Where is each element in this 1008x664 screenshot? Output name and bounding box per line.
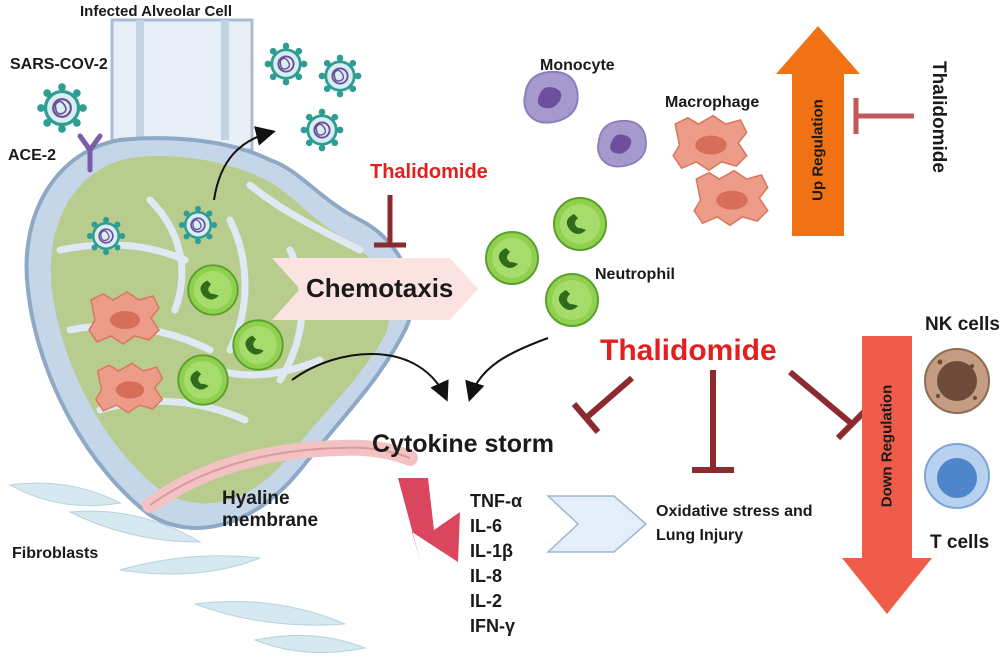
cytokine-item: TNF-α [470, 491, 523, 511]
monocyte-label: Monocyte [540, 57, 615, 74]
fibroblasts-group [8, 482, 367, 653]
virus-particle [85, 215, 127, 257]
neutrophil-cell [553, 197, 607, 251]
fibroblast-shape [8, 482, 122, 507]
inhibit-chemotaxis [374, 195, 406, 248]
inhibit-up-regulation [853, 98, 914, 134]
chevron-arrow [546, 495, 648, 553]
neutrophil-cell [232, 319, 284, 371]
t-cell [924, 443, 990, 509]
alveolus-tissue [50, 156, 391, 504]
cytokine-list: TNF-α IL-6 IL-1β IL-8 IL-2 IFN-γ [470, 489, 522, 639]
thalidomide-label-main: Thalidomide [600, 334, 777, 367]
t-cells-label: T cells [930, 532, 990, 553]
neutrophil-cell [177, 354, 229, 406]
virus-particle [299, 107, 345, 153]
cytokine-item: IL-1β [470, 541, 513, 561]
macrophage-cell [693, 169, 769, 227]
macrophage-cell [88, 291, 160, 345]
thalidomide-label-chemotaxis: Thalidomide [370, 161, 488, 183]
infected-alveolar-cell [24, 18, 418, 530]
cytokine-item: IFN-γ [470, 616, 515, 636]
inhibit-down-regulation [788, 369, 869, 441]
fibroblast-shape [194, 601, 346, 626]
chemotaxis-banner [272, 258, 478, 320]
neutrophil-cell [485, 231, 539, 285]
macrophage-label: Macrophage [665, 94, 760, 111]
down-regulation-label: Down Regulation [878, 384, 896, 508]
cytokine-storm-label: Cytokine storm [372, 430, 554, 458]
sars-cov-2-virus [35, 81, 89, 135]
ace2-receptor [77, 133, 103, 173]
neutrophil-cell [187, 264, 239, 316]
down-regulation-arrow [842, 336, 932, 614]
airway-tube [110, 18, 254, 152]
fibroblast-shape [253, 635, 367, 653]
lightning-bolt-icon [398, 478, 460, 562]
infected-alveolar-cell-label: Infected Alveolar Cell [80, 3, 232, 20]
monocyte-cell [597, 119, 647, 168]
virus-particle [263, 41, 309, 87]
nk-cells-label: NK cells [925, 314, 1000, 335]
cytokine-item: IL-2 [470, 591, 503, 611]
hyaline-membrane-label: Hyaline membrane [222, 488, 319, 531]
neutrophil-label: Neutrophil [595, 266, 675, 283]
monocyte-cell [523, 70, 579, 124]
virus-release-arrow [213, 126, 276, 201]
cytokine-item: IL-6 [470, 516, 503, 536]
chemotaxis-label: Chemotaxis [306, 273, 454, 303]
fibroblasts-label: Fibroblasts [12, 545, 99, 562]
macrophage-cell [672, 114, 748, 172]
cytokine-item: IL-8 [470, 566, 503, 586]
inhibit-oxidative-stress [692, 370, 734, 473]
ace-2-label: ACE-2 [8, 147, 57, 164]
up-regulation-arrow [776, 26, 860, 236]
virus-particle [177, 204, 219, 246]
macrophage-cell [95, 362, 164, 414]
sars-cov-2-label: SARS-COV-2 [10, 56, 108, 73]
neutrophil-to-storm-arrow [465, 337, 549, 402]
virus-particle [317, 53, 363, 99]
up-regulation-label: Up Regulation [809, 99, 827, 201]
inhibit-cytokine-storm [571, 375, 634, 434]
fibroblast-shape [119, 555, 261, 575]
thalidomide-label-upregulation: Thalidomide [928, 61, 949, 173]
fibroblast-shape [68, 510, 202, 543]
neutrophil-cell [545, 273, 599, 327]
oxidative-stress-label: Oxidative stress and Lung Injury [656, 503, 813, 544]
lung-to-storm-arrow [291, 352, 449, 402]
nk-cell [924, 348, 990, 414]
